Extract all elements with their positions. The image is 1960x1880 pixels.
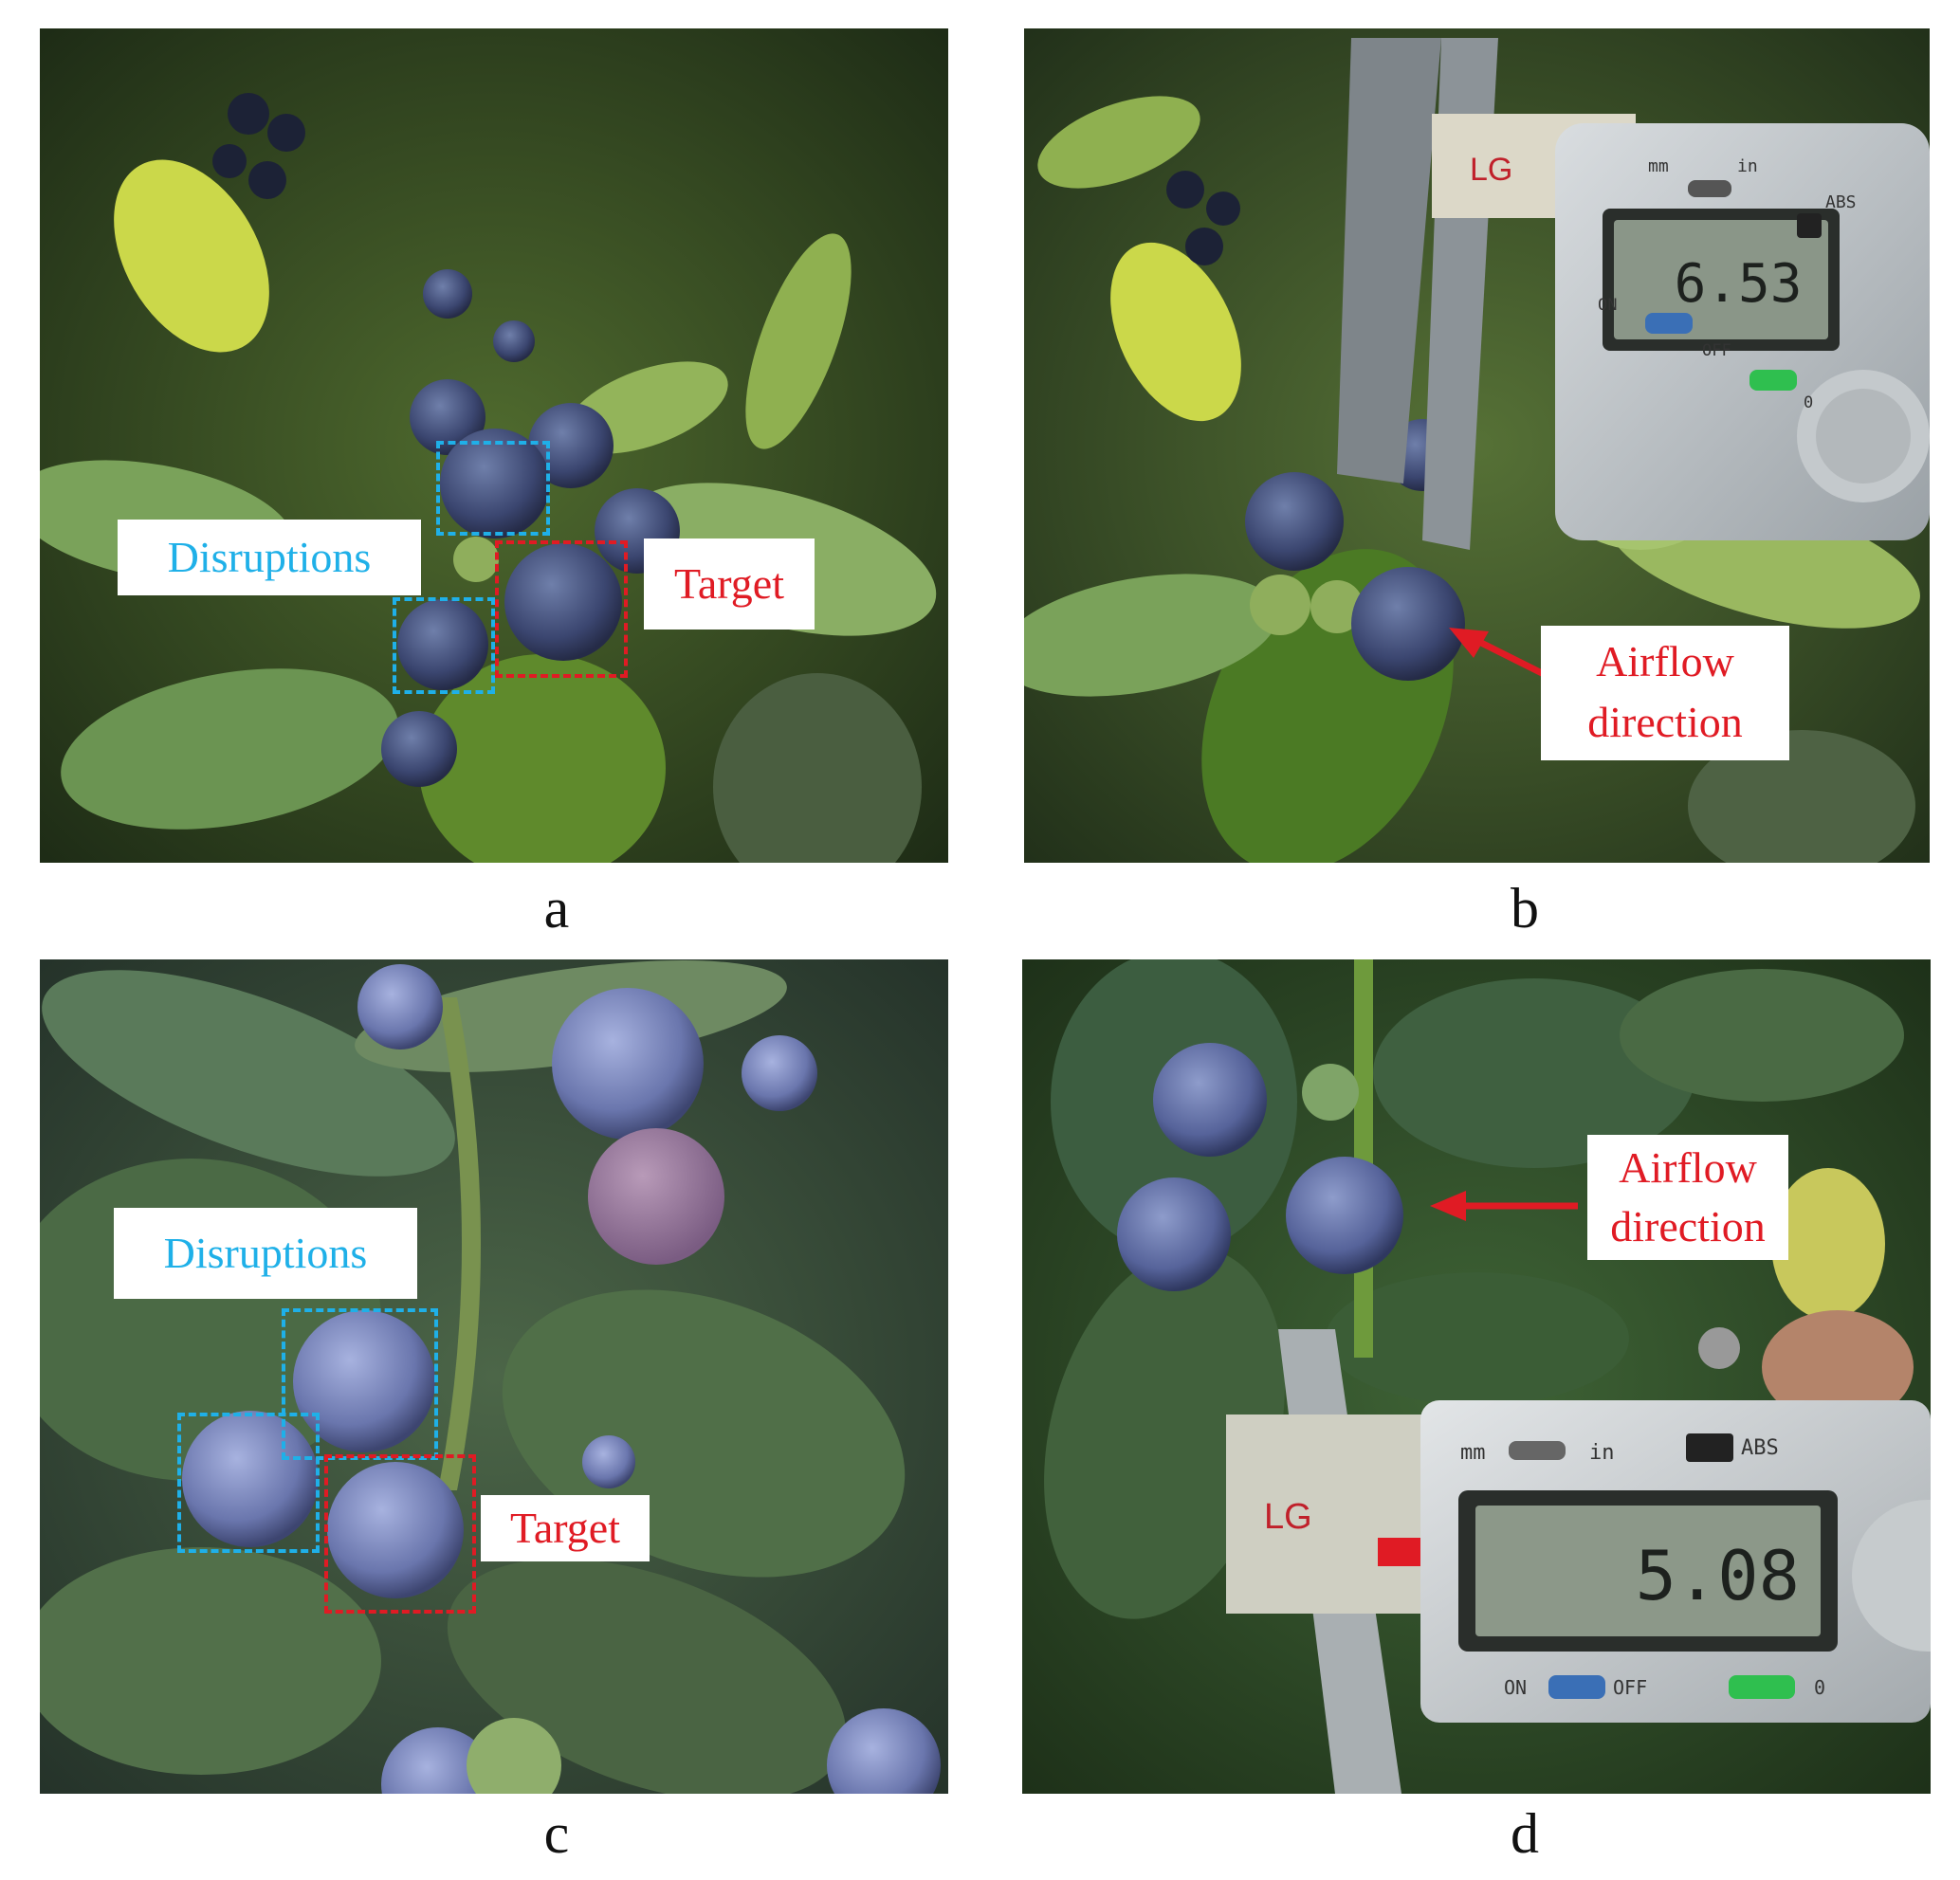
caliper-in-label-b: in: [1737, 156, 1758, 176]
caliper-on-label-d: ON: [1504, 1676, 1528, 1699]
caliper-display-d: 5.08: [1635, 1536, 1800, 1615]
caliper-zero-label-b: 0: [1804, 393, 1814, 412]
panel-c-photo: [40, 959, 948, 1794]
disruptions-label: Disruptions: [114, 1208, 417, 1299]
caption-b: b: [1511, 877, 1539, 940]
caption-a: a: [543, 877, 570, 940]
disruption-box-left: [177, 1413, 320, 1553]
panel-c: Disruptions Target: [40, 959, 948, 1794]
airflow-label-d: Airflow direction: [1587, 1135, 1788, 1260]
caption-d: d: [1511, 1802, 1539, 1865]
target-box: [495, 540, 628, 678]
airflow-label-b-line1: Airflow: [1596, 637, 1734, 685]
caliper-off-label-b: OFF: [1702, 341, 1731, 360]
caliper-abs-label-b: ABS: [1825, 192, 1857, 212]
disruption-box-top: [436, 441, 550, 536]
caliper-on-label-b: ON: [1598, 296, 1618, 315]
target-label: Target: [644, 538, 815, 630]
panel-b-photo: LG: [1024, 28, 1930, 863]
panel-b: LG 6.53 mm in ABS ON OFF 0 Airflow direc…: [1024, 28, 1930, 863]
target-label: Target: [481, 1495, 650, 1561]
caliper-in-label-d: in: [1589, 1441, 1615, 1465]
caliper-mm-label-b: mm: [1648, 156, 1669, 176]
disruption-box-upper: [282, 1308, 438, 1460]
target-box: [324, 1454, 476, 1614]
caliper-abs-label-d: ABS: [1741, 1436, 1779, 1460]
caliper-mm-label-d: mm: [1460, 1441, 1486, 1465]
airflow-label-b-line2: direction: [1587, 698, 1743, 746]
caliper-off-label-d: OFF: [1613, 1676, 1648, 1699]
airflow-label-b: Airflow direction: [1541, 626, 1789, 760]
disruption-box-bottom: [393, 597, 495, 694]
disruptions-label: Disruptions: [118, 520, 421, 595]
airflow-label-d-line1: Airflow: [1619, 1143, 1757, 1192]
svg-text:LG: LG: [1264, 1497, 1312, 1537]
panel-a-photo: [40, 28, 948, 863]
airflow-arrow-d: [1430, 1191, 1578, 1221]
panel-d: LG 5.08 mm in ABS ON OFF 0 Airflow direc…: [1022, 959, 1931, 1794]
caliper-display-b: 6.53: [1674, 253, 1803, 315]
caliper-zero-label-d: 0: [1814, 1676, 1826, 1699]
svg-text:LG: LG: [1470, 152, 1512, 188]
airflow-label-d-line2: direction: [1610, 1202, 1766, 1250]
caption-c: c: [543, 1802, 570, 1865]
panel-a: Disruptions Target: [40, 28, 948, 863]
panel-d-photo: LG: [1022, 959, 1931, 1794]
